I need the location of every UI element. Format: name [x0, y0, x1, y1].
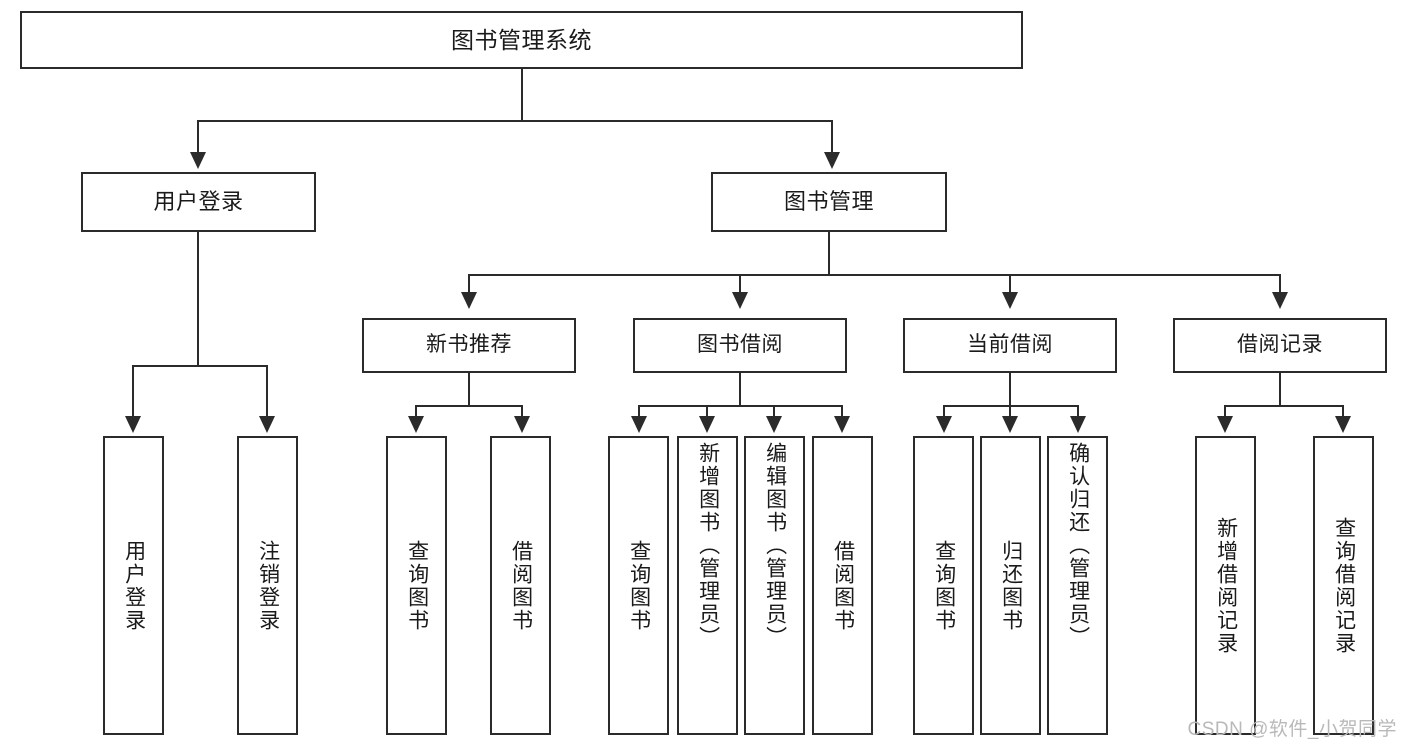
- connector-borrow-record-c1: [1224, 405, 1226, 417]
- arrowhead-leaf-borrow-book-2: [834, 416, 850, 433]
- node-label: 查询借阅记录: [1332, 516, 1356, 655]
- node-label: 图书管理: [783, 189, 874, 215]
- connector-user-login-stem: [197, 232, 199, 366]
- node-label: 新书推荐: [426, 333, 512, 357]
- node-root-system[interactable]: 图书管理系统: [20, 11, 1023, 69]
- connector-to-new-book-recommend: [468, 274, 470, 293]
- node-user-login[interactable]: 用户登录: [81, 172, 316, 232]
- connector-to-book-borrow: [739, 274, 741, 293]
- connector-root-stem: [521, 69, 523, 121]
- node-leaf-return-book[interactable]: 归还图书: [980, 436, 1041, 735]
- connector-current-borrow-bus: [943, 405, 1079, 407]
- node-leaf-borrow-book-2[interactable]: 借阅图书: [812, 436, 873, 735]
- node-label: 查询图书: [627, 539, 651, 632]
- connector-book-borrow-c1: [638, 405, 640, 417]
- arrowhead-leaf-return-book: [1002, 416, 1018, 433]
- arrowhead-leaf-query-book-1: [408, 416, 424, 433]
- arrowhead-leaf-add-borrow-record: [1217, 416, 1233, 433]
- node-label: 图书管理系统: [451, 26, 592, 53]
- node-label: 确认归还（管理员）: [1066, 442, 1090, 649]
- arrowhead-book-management: [824, 152, 840, 169]
- connector-book-management-bus: [468, 274, 1280, 276]
- node-leaf-query-book-3[interactable]: 查询图书: [913, 436, 974, 735]
- connector-current-borrow-c1: [943, 405, 945, 417]
- connector-to-current-borrow: [1009, 274, 1011, 293]
- arrowhead-leaf-user-login: [125, 416, 141, 433]
- node-leaf-query-book-2[interactable]: 查询图书: [608, 436, 669, 735]
- arrowhead-user-login: [190, 152, 206, 169]
- connector-borrow-record-c2: [1342, 405, 1344, 417]
- connector-new-book-c1: [415, 405, 417, 417]
- node-leaf-query-borrow-record[interactable]: 查询借阅记录: [1313, 436, 1374, 735]
- arrowhead-book-borrow: [732, 292, 748, 309]
- node-label: 注销登录: [256, 539, 280, 632]
- node-leaf-add-borrow-record[interactable]: 新增借阅记录: [1195, 436, 1256, 735]
- arrowhead-borrow-record: [1272, 292, 1288, 309]
- connector-user-login-left: [132, 365, 134, 417]
- node-label: 用户登录: [153, 189, 244, 215]
- node-current-borrow[interactable]: 当前借阅: [903, 318, 1117, 373]
- connector-current-borrow-stem: [1009, 373, 1011, 406]
- node-new-book-recommend[interactable]: 新书推荐: [362, 318, 576, 373]
- node-label: 图书借阅: [697, 333, 783, 357]
- connector-to-book-management: [831, 120, 833, 153]
- connector-book-borrow-c4: [841, 405, 843, 417]
- connector-new-book-bus: [415, 405, 522, 407]
- node-label: 借阅记录: [1237, 333, 1323, 357]
- connector-new-book-c2: [521, 405, 523, 417]
- connector-book-borrow-c2: [706, 405, 708, 417]
- arrowhead-leaf-confirm-return-admin: [1070, 416, 1086, 433]
- arrowhead-new-book-recommend: [461, 292, 477, 309]
- node-label: 编辑图书（管理员）: [763, 442, 787, 649]
- connector-user-login-right: [266, 365, 268, 417]
- watermark-text: CSDN @软件_小贺同学: [1187, 719, 1397, 740]
- node-leaf-confirm-return-admin[interactable]: 确认归还（管理员）: [1047, 436, 1108, 735]
- connector-borrow-record-bus: [1224, 405, 1343, 407]
- arrowhead-leaf-borrow-book-1: [514, 416, 530, 433]
- connector-book-management-stem: [828, 232, 830, 275]
- connector-book-borrow-stem: [739, 373, 741, 406]
- node-borrow-record[interactable]: 借阅记录: [1173, 318, 1387, 373]
- connector-borrow-record-stem: [1279, 373, 1281, 406]
- node-leaf-add-book-admin[interactable]: 新增图书（管理员）: [677, 436, 738, 735]
- node-leaf-borrow-book-1[interactable]: 借阅图书: [490, 436, 551, 735]
- node-label: 借阅图书: [831, 539, 855, 632]
- node-label: 新增图书（管理员）: [696, 442, 720, 649]
- node-book-borrow[interactable]: 图书借阅: [633, 318, 847, 373]
- node-label: 新增借阅记录: [1214, 516, 1238, 655]
- arrowhead-leaf-query-borrow-record: [1335, 416, 1351, 433]
- connector-user-login-bus: [132, 365, 268, 367]
- arrowhead-leaf-add-book-admin: [699, 416, 715, 433]
- connector-book-borrow-bus: [638, 405, 843, 407]
- node-leaf-user-login[interactable]: 用户登录: [103, 436, 164, 735]
- node-label: 当前借阅: [967, 333, 1053, 357]
- connector-current-borrow-c2: [1009, 405, 1011, 417]
- connector-to-borrow-record: [1279, 274, 1281, 293]
- connector-current-borrow-c3: [1077, 405, 1079, 417]
- arrowhead-leaf-logout-login: [259, 416, 275, 433]
- connector-to-user-login: [197, 120, 199, 153]
- node-label: 借阅图书: [509, 539, 533, 632]
- arrowhead-leaf-edit-book-admin: [766, 416, 782, 433]
- node-leaf-edit-book-admin[interactable]: 编辑图书（管理员）: [744, 436, 805, 735]
- node-label: 查询图书: [405, 539, 429, 632]
- node-label: 查询图书: [932, 539, 956, 632]
- node-book-management[interactable]: 图书管理: [711, 172, 947, 232]
- arrowhead-leaf-query-book-2: [631, 416, 647, 433]
- arrowhead-current-borrow: [1002, 292, 1018, 309]
- arrowhead-leaf-query-book-3: [936, 416, 952, 433]
- connector-root-bus: [197, 120, 833, 122]
- node-label: 用户登录: [122, 539, 146, 632]
- node-label: 归还图书: [999, 539, 1023, 632]
- node-leaf-logout-login[interactable]: 注销登录: [237, 436, 298, 735]
- connector-book-borrow-c3: [773, 405, 775, 417]
- node-leaf-query-book-1[interactable]: 查询图书: [386, 436, 447, 735]
- connector-new-book-stem: [468, 373, 470, 406]
